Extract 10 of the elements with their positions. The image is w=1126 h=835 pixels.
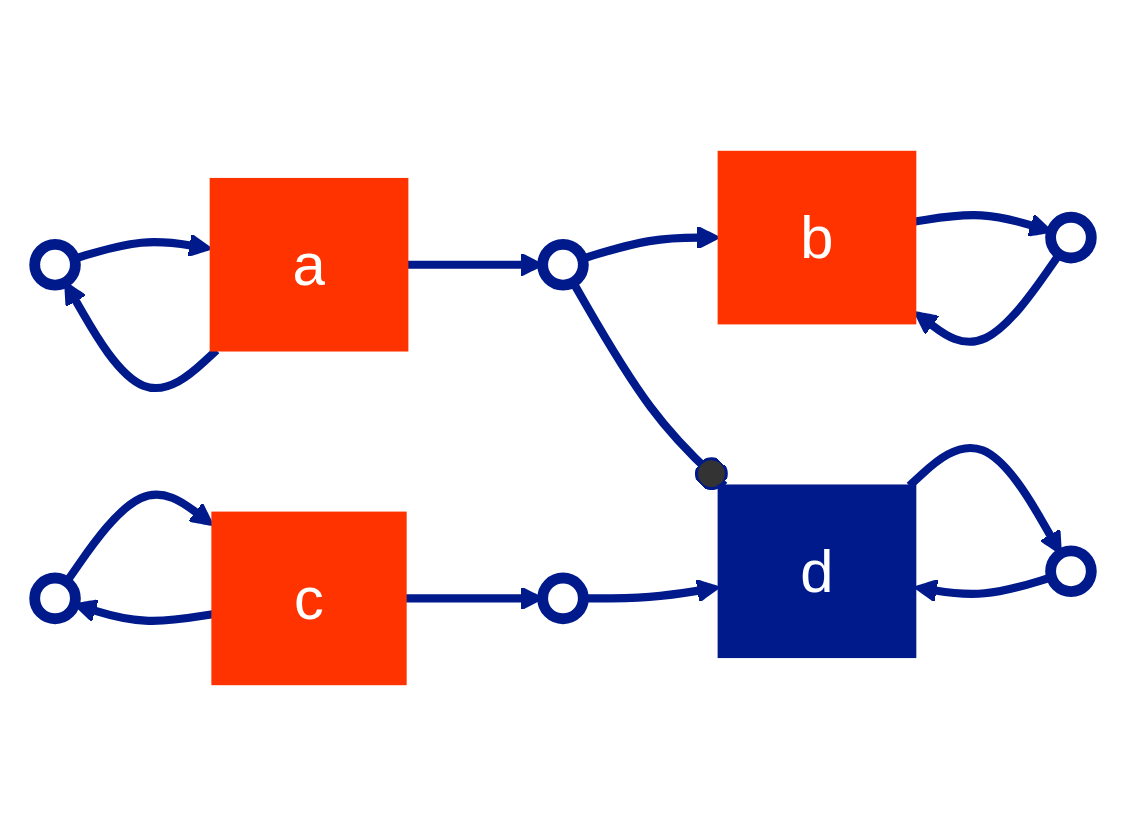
node-box: d [717, 483, 917, 658]
node-circle [1045, 211, 1097, 263]
node-circle [537, 572, 589, 624]
node-circle [1045, 545, 1097, 597]
node-circle [29, 572, 81, 624]
node-circle [537, 238, 589, 290]
node-box: b [717, 150, 917, 324]
node-box: a [209, 177, 409, 352]
node-circle [29, 238, 81, 290]
node-box: c [211, 511, 407, 685]
